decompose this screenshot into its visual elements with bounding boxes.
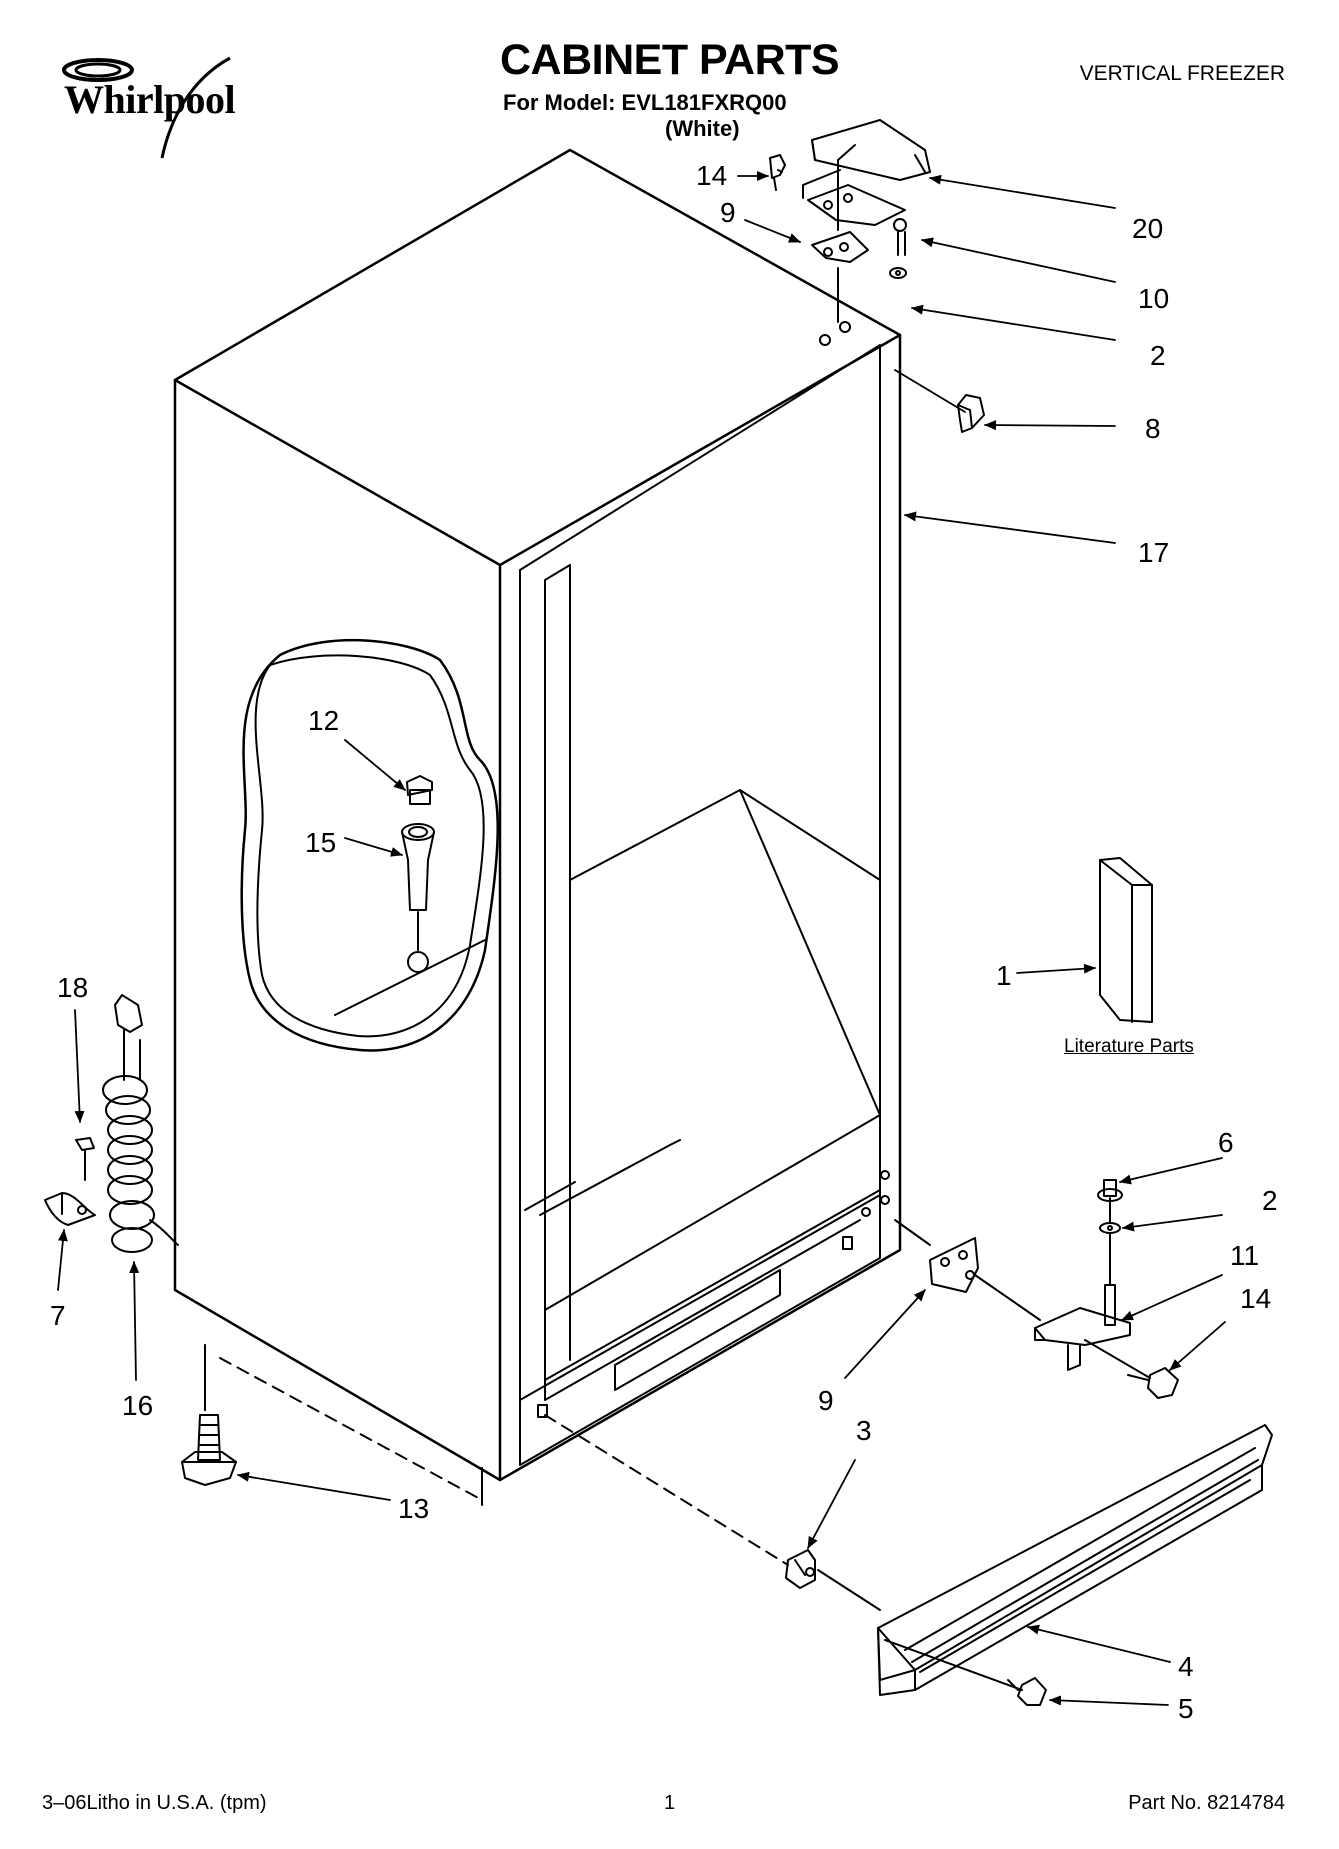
screw-5 [1007, 1677, 1047, 1706]
literature-book [1099, 857, 1153, 1023]
callout-7: 7 [50, 1300, 66, 1331]
callout-6: 6 [1218, 1127, 1234, 1158]
callout-5: 5 [1178, 1693, 1194, 1724]
callout-9-top: 9 [720, 197, 736, 228]
drain-plug-12 [406, 775, 433, 805]
callout-10: 10 [1138, 283, 1169, 314]
cord-clamp-7 [44, 1192, 96, 1226]
callout-8: 8 [1145, 413, 1161, 444]
bracket-3 [785, 1549, 816, 1589]
callout-15: 15 [305, 827, 336, 858]
callout-9-bottom: 9 [818, 1385, 834, 1416]
footer-page-number: 1 [664, 1792, 676, 1814]
cutaway-opening [240, 638, 499, 1052]
callout-13: 13 [398, 1493, 429, 1524]
brand-name: Whirlpool [64, 77, 236, 122]
callout-leaders [57, 171, 1226, 1706]
bottom-hinge-assembly [894, 1179, 1179, 1399]
callout-11: 11 [1230, 1240, 1259, 1271]
product-type: VERTICAL FREEZER [1079, 62, 1285, 85]
callout-12: 12 [308, 705, 339, 736]
cabinet-body [173, 148, 902, 1506]
top-hinge-assembly [769, 119, 985, 433]
power-cord-16 [102, 994, 179, 1253]
callout-1: 1 [996, 960, 1012, 991]
swirl-icon [62, 56, 231, 159]
literature-parts-label: Literature Parts [1064, 1036, 1194, 1057]
callout-4: 4 [1178, 1651, 1194, 1682]
screw-18 [75, 1137, 95, 1181]
page-title: CABINET PARTS [500, 36, 840, 84]
callout-17: 17 [1138, 537, 1169, 568]
callout-16: 16 [122, 1390, 153, 1421]
callout-20: 20 [1132, 213, 1163, 244]
model-color: (White) [665, 116, 740, 141]
callout-14-top: 14 [696, 160, 727, 191]
callout-2-bottom: 2 [1262, 1185, 1278, 1216]
alignment-dashes [219, 1357, 789, 1566]
callout-2-top: 2 [1150, 340, 1166, 371]
footer-litho: 3–06Litho in U.S.A. (tpm) [42, 1792, 267, 1814]
whirlpool-logo [50, 50, 290, 160]
callout-3: 3 [856, 1415, 872, 1446]
callout-18: 18 [57, 972, 88, 1003]
drain-tube-15 [401, 823, 435, 973]
kickplate-grille-4 [877, 1424, 1273, 1696]
model-number: For Model: EVL181FXRQ00 [503, 90, 787, 115]
footer-part-number: Part No. 8214784 [1128, 1792, 1285, 1814]
callout-14-bottom: 14 [1240, 1283, 1271, 1314]
leveling-leg-13 [181, 1414, 237, 1486]
